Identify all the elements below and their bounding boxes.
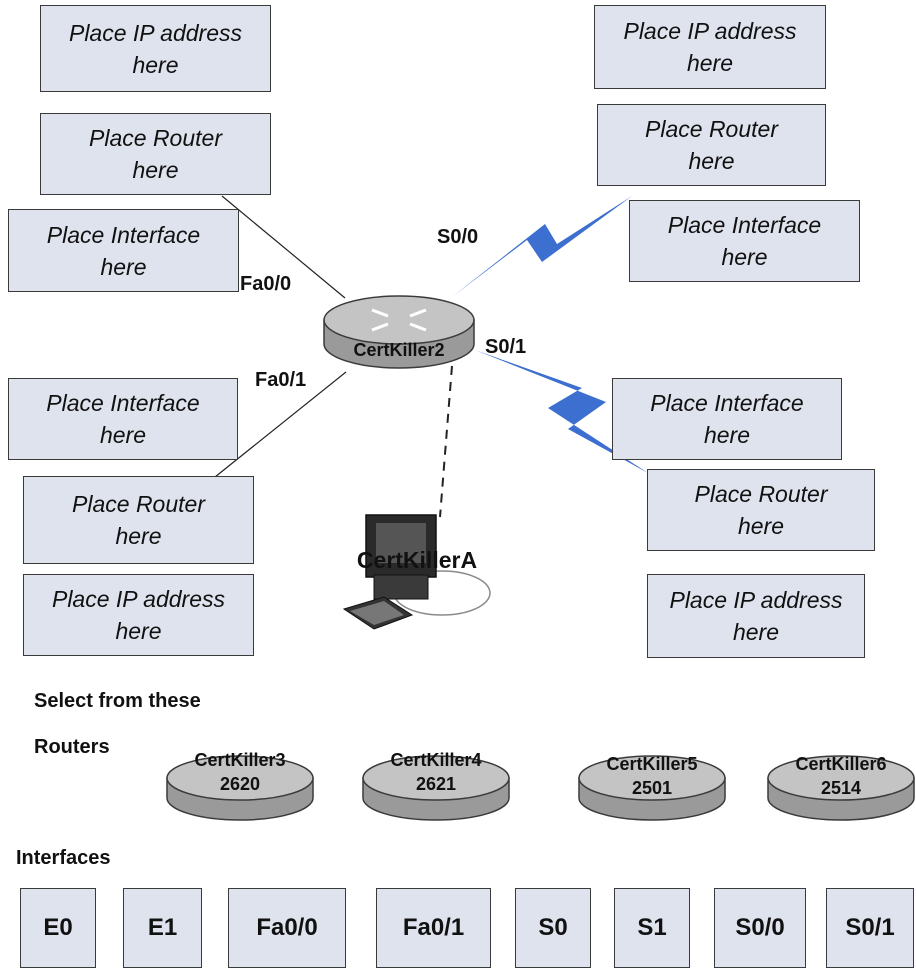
slot-ip-bottom-right[interactable]: Place IP address here xyxy=(647,574,865,658)
palette-router-2[interactable]: CertKiller4 2621 xyxy=(361,748,511,824)
slot-interface-bottom-left[interactable]: Place Interface here xyxy=(8,378,238,460)
palette-router-1[interactable]: CertKiller3 2620 xyxy=(165,748,315,824)
interface-tile-s0[interactable]: S0 xyxy=(515,888,591,968)
interfaces-heading: Interfaces xyxy=(16,847,111,869)
link-label-fa01: Fa0/1 xyxy=(255,369,307,391)
slot-router-top-left[interactable]: Place Router here xyxy=(40,113,271,195)
slot-interface-bottom-right[interactable]: Place Interface here xyxy=(612,378,842,460)
router-name: CertKiller5 xyxy=(606,754,698,774)
pc-certkillera: CertKillerA xyxy=(334,505,500,635)
slot-ip-bottom-left[interactable]: Place IP address here xyxy=(23,574,254,656)
slot-router-bottom-left[interactable]: Place Router here xyxy=(23,476,254,564)
interface-tile-fa00[interactable]: Fa0/0 xyxy=(228,888,346,968)
palette-router-4[interactable]: CertKiller6 2514 xyxy=(766,748,916,824)
slot-router-bottom-right[interactable]: Place Router here xyxy=(647,469,875,551)
palette-router-3[interactable]: CertKiller5 2501 xyxy=(577,748,727,824)
interface-tile-e0[interactable]: E0 xyxy=(20,888,96,968)
routers-heading: Routers xyxy=(34,736,110,758)
computer-icon xyxy=(342,514,491,630)
link-fa00 xyxy=(221,195,346,299)
router-name: CertKiller2 xyxy=(353,340,445,360)
router-icon xyxy=(166,755,314,821)
router-icon xyxy=(767,755,915,821)
router-model: 2620 xyxy=(219,774,261,794)
serial-link-s00 xyxy=(452,196,632,297)
router-icon xyxy=(578,755,726,821)
router-model: 2621 xyxy=(415,774,457,794)
interface-tile-fa01[interactable]: Fa0/1 xyxy=(376,888,491,968)
router-icon xyxy=(323,295,475,369)
slot-interface-top-left[interactable]: Place Interface here xyxy=(8,209,239,292)
router-icon xyxy=(362,755,510,821)
interface-tile-s01[interactable]: S0/1 xyxy=(826,888,914,968)
serial-link-s01 xyxy=(475,350,648,473)
router-name: CertKiller6 xyxy=(795,754,887,774)
slot-ip-top-left[interactable]: Place IP address here xyxy=(40,5,271,92)
slot-interface-top-right[interactable]: Place Interface here xyxy=(629,200,860,282)
link-pc-console xyxy=(439,365,453,518)
router-model: 2501 xyxy=(631,778,673,798)
slot-router-top-right[interactable]: Place Router here xyxy=(597,104,826,186)
interface-tile-e1[interactable]: E1 xyxy=(123,888,202,968)
interface-tile-s00[interactable]: S0/0 xyxy=(714,888,806,968)
slot-ip-top-right[interactable]: Place IP address here xyxy=(594,5,826,89)
pc-name: CertKillerA xyxy=(356,547,478,573)
link-label-fa00: Fa0/0 xyxy=(240,273,292,295)
link-label-s01: S0/1 xyxy=(485,336,527,358)
link-label-s00: S0/0 xyxy=(437,226,479,248)
select-from-heading: Select from these xyxy=(34,690,201,712)
router-name: CertKiller4 xyxy=(390,750,482,770)
router-certkiller2: CertKiller2 xyxy=(322,290,476,372)
router-name: CertKiller3 xyxy=(194,750,286,770)
interface-tile-s1[interactable]: S1 xyxy=(614,888,690,968)
router-model: 2514 xyxy=(820,778,862,798)
